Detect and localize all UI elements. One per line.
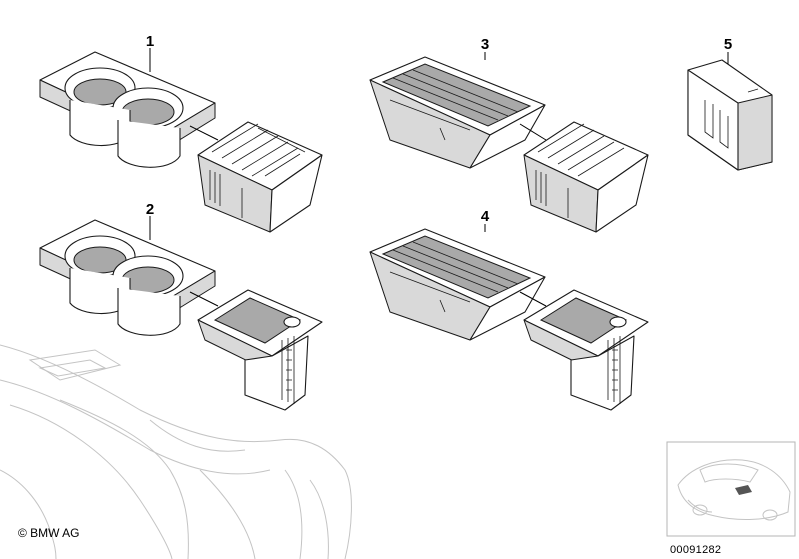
callout-5: 5 [724, 36, 732, 53]
reference-number: 00091282 [670, 544, 721, 556]
callout-1: 1 [146, 33, 154, 50]
vehicle-thumbnail [666, 441, 796, 537]
copyright-label: © BMW AG [18, 526, 80, 540]
part-3-insert-box [519, 121, 649, 233]
center-console-outline [0, 344, 352, 559]
part-4-tray-insert [519, 289, 649, 411]
part-2-cup-holder [39, 216, 216, 336]
callout-3: 3 [481, 36, 489, 53]
part-2-tray-insert [189, 289, 323, 411]
callout-4: 4 [481, 208, 490, 225]
part-3-storage-box [369, 52, 546, 169]
callout-2: 2 [146, 201, 154, 218]
part-1-cup-holder [39, 48, 216, 168]
part-1-insert-box [189, 121, 323, 233]
part-5-cover-panel [687, 52, 773, 171]
part-4-storage-box [369, 224, 546, 341]
